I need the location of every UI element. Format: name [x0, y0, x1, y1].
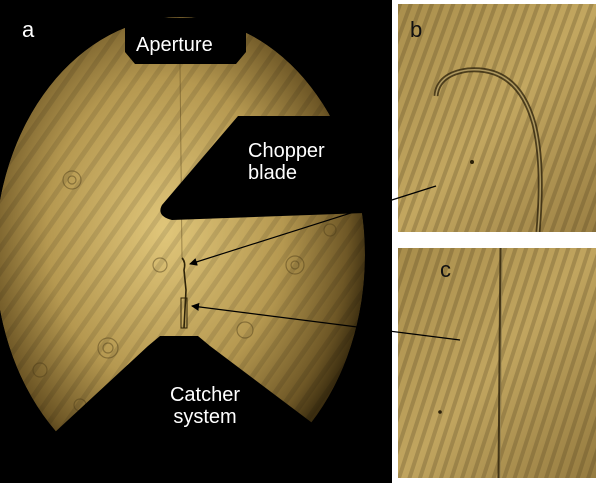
panel-c-zoom-view: c — [398, 248, 596, 478]
catcher-system-label: Catcher system — [169, 384, 241, 428]
panel-b-letter: b — [410, 17, 423, 42]
panel-c-image — [398, 248, 596, 478]
panel-a-letter: a — [22, 17, 35, 42]
panel-a-main-view: a Aperture Chopper blade Catcher system — [0, 0, 392, 483]
chopper-blade-label: Chopper blade — [248, 140, 325, 184]
panel-a-image — [0, 17, 365, 483]
aperture-label: Aperture — [136, 34, 213, 56]
panel-b-image — [398, 4, 596, 232]
panel-b-zoom-view: b — [398, 4, 596, 232]
panel-c-letter: c — [440, 257, 451, 282]
